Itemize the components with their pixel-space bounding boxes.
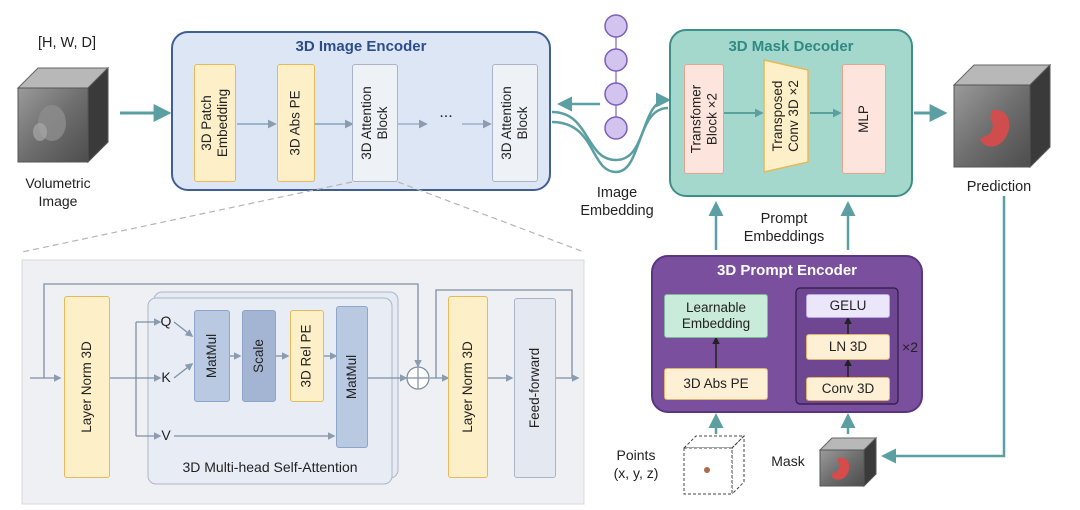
volumetric-label-2: Image bbox=[38, 193, 78, 209]
conv3d-block: Conv 3D bbox=[806, 377, 890, 401]
volumetric-image-cube bbox=[16, 66, 110, 164]
attention-flow-lines bbox=[30, 283, 580, 440]
zoom-guide-right bbox=[397, 181, 585, 253]
repeat-label: ×2 bbox=[902, 339, 918, 355]
zoom-guide-left bbox=[21, 181, 353, 253]
image-encoder-title: 3D Image Encoder bbox=[295, 38, 427, 55]
mask-label: Mask bbox=[771, 453, 805, 469]
matmul-1-label: MatMul bbox=[204, 333, 220, 379]
rel-pe-block: 3D Rel PE bbox=[290, 310, 324, 402]
scale-block: Scale bbox=[242, 310, 276, 402]
mask-cube bbox=[818, 436, 878, 488]
prediction-cube bbox=[952, 63, 1052, 169]
attention-block-n-line2: Block bbox=[515, 106, 530, 140]
prompt-encoder-title: 3D Prompt Encoder bbox=[716, 262, 858, 279]
gelu-block: GELU bbox=[806, 294, 890, 318]
mhsa-label: 3D Multi-head Self-Attention bbox=[182, 459, 358, 475]
learnable-line1: Learnable bbox=[685, 300, 747, 315]
abs-pe-label: 3D Abs PE bbox=[288, 90, 304, 156]
patch-embedding-line1: 3D Patch bbox=[199, 95, 214, 151]
layer-norm-2-label: Layer Norm 3D bbox=[460, 341, 475, 433]
learnable-line2: Embedding bbox=[681, 316, 751, 331]
feed-forward-block: Feed-forward bbox=[514, 298, 556, 478]
rel-pe-label: 3D Rel PE bbox=[299, 324, 314, 388]
prediction-label: Prediction bbox=[966, 179, 1032, 195]
patch-embedding-line2: Embedding bbox=[215, 88, 230, 158]
layer-norm-1-block: Layer Norm 3D bbox=[64, 296, 110, 478]
attention-block-n-line1: 3D Attention bbox=[499, 86, 514, 160]
point-marker bbox=[704, 467, 710, 473]
transposed-line2: Conv 3D ×2 bbox=[786, 80, 802, 152]
points-cube bbox=[682, 434, 746, 496]
matmul-2-label: MatMul bbox=[344, 354, 360, 400]
image-embedding-label-1: Image bbox=[596, 185, 638, 201]
k-label: K bbox=[161, 369, 171, 385]
ln3d-block: LN 3D bbox=[806, 334, 890, 360]
prompt-abs-pe-block: 3D Abs PE bbox=[664, 368, 768, 400]
prompt-embeddings-label-1: Prompt bbox=[760, 211, 808, 227]
learnable-embedding-block: Learnable Embedding bbox=[664, 294, 768, 338]
transformer-line1: Transfomer bbox=[688, 84, 704, 154]
image-embedding-tokens bbox=[604, 14, 628, 140]
feed-forward-label: Feed-forward bbox=[527, 347, 543, 429]
q-label: Q bbox=[160, 313, 172, 329]
matmul-1-block: MatMul bbox=[194, 310, 230, 402]
scale-label: Scale bbox=[251, 339, 266, 373]
v-label: V bbox=[161, 427, 171, 443]
mlp-block: MLP bbox=[842, 64, 886, 174]
transposed-conv-block bbox=[763, 59, 809, 173]
abs-pe-block: 3D Abs PE bbox=[277, 64, 315, 182]
attention-block-1-line2: Block bbox=[375, 106, 390, 140]
transformer-line2: Block ×2 bbox=[704, 92, 720, 146]
input-dims: [H, W, D] bbox=[38, 35, 96, 51]
embedding-connectors bbox=[551, 92, 671, 174]
volumetric-label-1: Volumetric bbox=[25, 175, 91, 191]
image-embedding-label-2: Embedding bbox=[580, 203, 654, 219]
mask-decoder-title: 3D Mask Decoder bbox=[728, 38, 854, 55]
prompt-embeddings-label-2: Embeddings bbox=[743, 229, 825, 245]
layer-norm-2-block: Layer Norm 3D bbox=[448, 296, 488, 478]
mlp-label: MLP bbox=[855, 105, 871, 133]
encoder-ellipsis: ... bbox=[439, 104, 453, 121]
attention-block-1-line1: 3D Attention bbox=[359, 86, 374, 160]
points-label-2: (x, y, z) bbox=[613, 465, 659, 481]
layer-norm-1-label: Layer Norm 3D bbox=[79, 341, 94, 433]
arrow-prediction-to-mask bbox=[881, 196, 1006, 464]
transposed-line1: Transposed bbox=[770, 80, 786, 152]
points-label-1: Points bbox=[616, 447, 656, 463]
matmul-2-block: MatMul bbox=[336, 306, 368, 448]
